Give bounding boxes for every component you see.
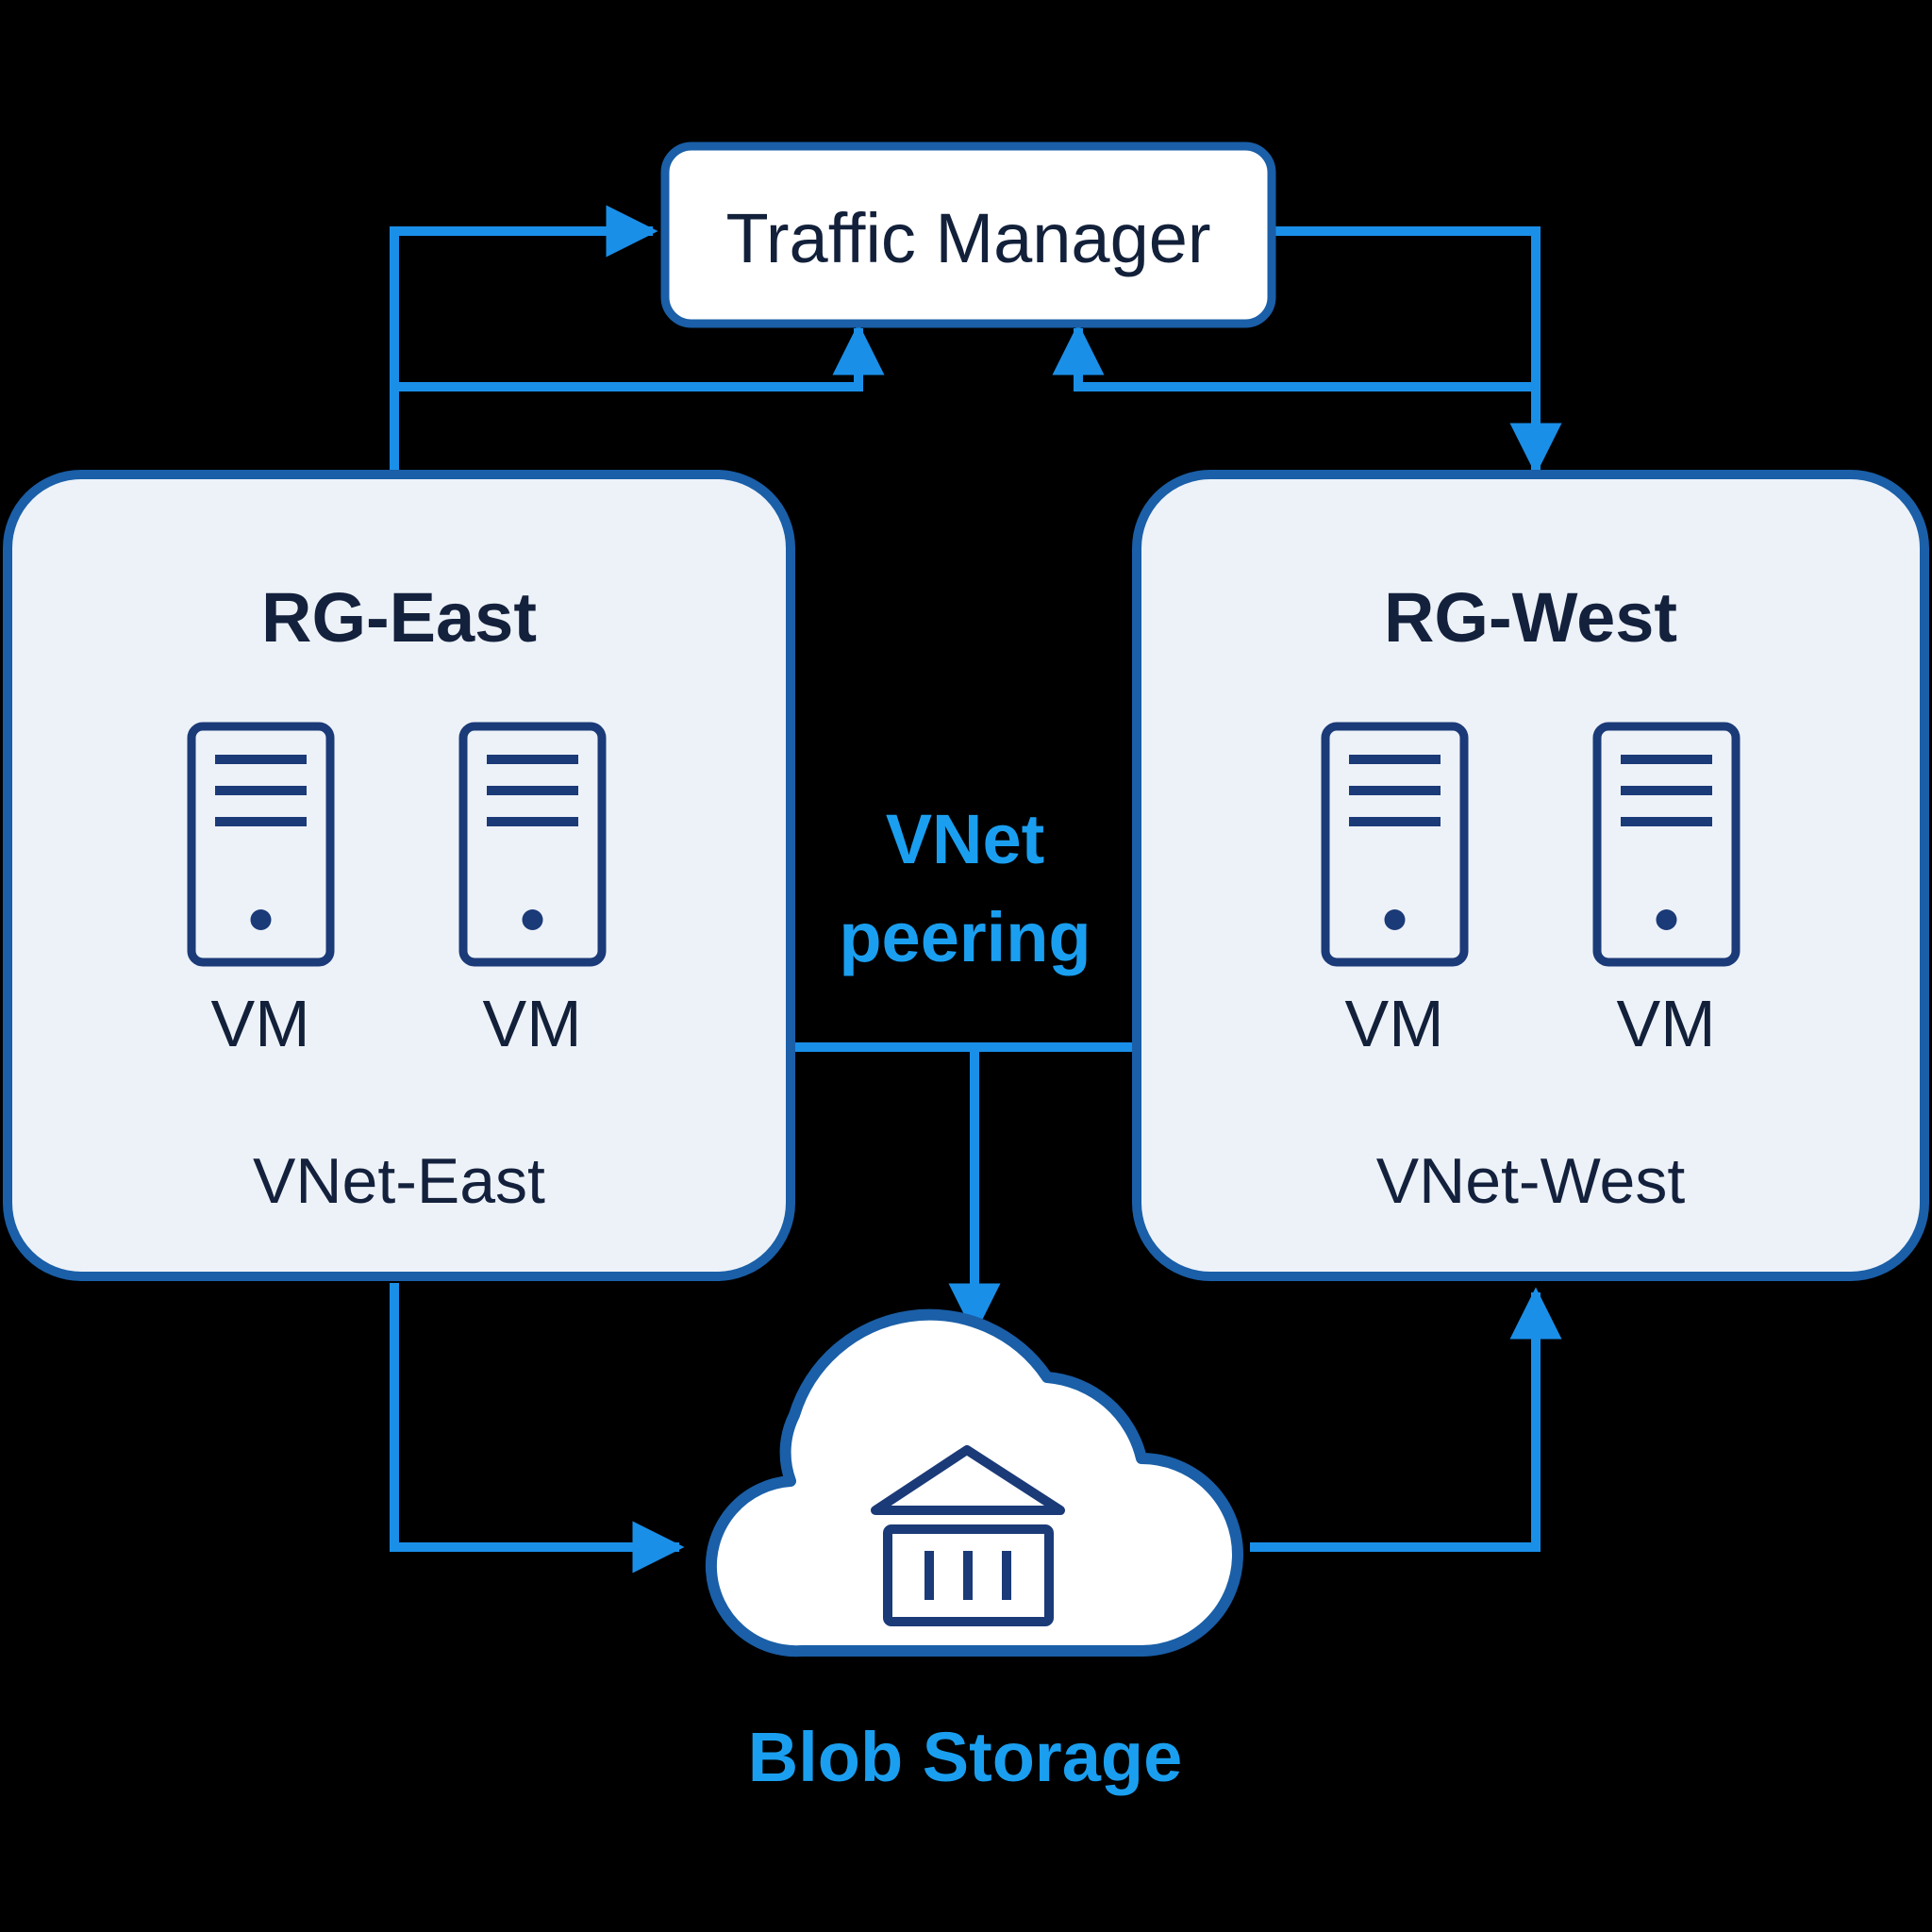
vnet-peering-label: VNet peering: [776, 791, 1154, 987]
rg-east-vm-label: VM: [210, 987, 310, 1060]
storage-bank-icon: [871, 1445, 1065, 1626]
vnet-west-label: VNet-West: [1375, 1145, 1686, 1217]
rg-east-title: RG-East: [261, 578, 537, 657]
arrow-east-branch-to-traffic-manager: [394, 323, 885, 391]
server-icon: [187, 722, 335, 967]
rg-west-vm-label: VM: [1616, 987, 1716, 1060]
server-icon: [458, 722, 607, 967]
arrow-west-branch-to-traffic-manager: [1052, 323, 1536, 391]
traffic-manager-label: Traffic Manager: [725, 199, 1211, 277]
rg-east-box: [3, 470, 795, 1281]
cloud-icon: [705, 1308, 1243, 1657]
rg-east-vm-label: VM: [482, 987, 582, 1060]
arrow-traffic-manager-to-west: [1274, 226, 1562, 475]
arrow-east-to-storage: [390, 1283, 685, 1574]
rg-west-box: [1132, 470, 1929, 1281]
server-icon: [1321, 722, 1469, 967]
rg-west-vm-label: VM: [1344, 987, 1444, 1060]
blob-storage-label: Blob Storage: [747, 1718, 1183, 1796]
vnet-east-label: VNet-East: [253, 1145, 545, 1217]
arrow-east-to-traffic-manager: [390, 205, 658, 472]
vnet-peering-line2: peering: [839, 898, 1091, 976]
arrow-storage-to-west: [1250, 1287, 1562, 1552]
rg-west-title: RG-West: [1383, 578, 1678, 657]
vnet-peering-line1: VNet: [885, 800, 1045, 878]
server-icon: [1592, 722, 1740, 967]
traffic-manager-box: [660, 142, 1276, 328]
